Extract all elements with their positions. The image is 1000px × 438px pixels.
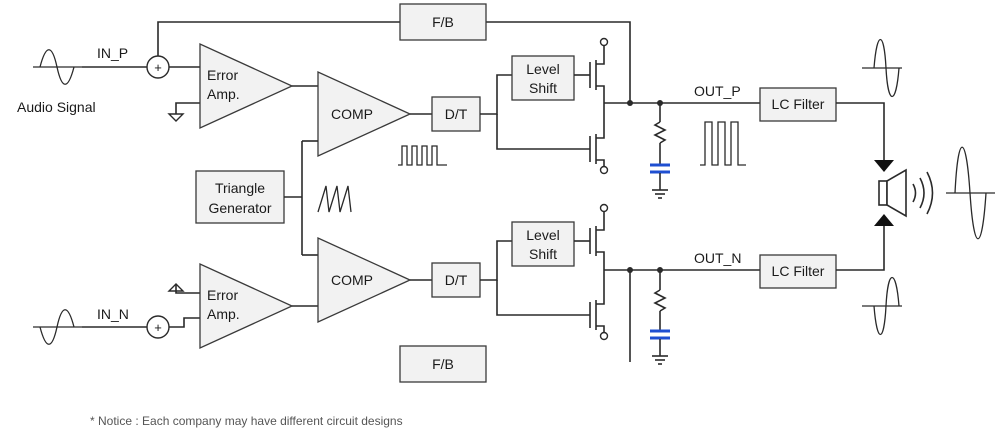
- pwm-waveform-top: [398, 145, 447, 166]
- fb-block-top: F/B: [399, 3, 487, 41]
- ground-symbol-bottom: [167, 283, 200, 294]
- mosfet-high-bottom: [589, 203, 609, 270]
- svg-text:COMP: COMP: [331, 106, 373, 122]
- fb-top-label: F/B: [432, 14, 454, 30]
- audio-signal-label: Audio Signal: [17, 99, 96, 115]
- svg-text:+: +: [154, 60, 162, 75]
- error-amp-top: Error Amp.: [199, 42, 294, 130]
- pwm-waveform-out-top: [700, 121, 746, 166]
- svg-text:Error: Error: [207, 287, 238, 303]
- summing-node-bottom: +: [146, 315, 170, 339]
- svg-text:F/B: F/B: [432, 356, 454, 372]
- ground-symbol-top: [167, 102, 200, 122]
- lc-filter-top: LC Filter: [759, 87, 837, 122]
- summing-node-top: +: [146, 55, 170, 79]
- dead-time-top: D/T: [431, 96, 481, 132]
- svg-text:LC Filter: LC Filter: [772, 263, 825, 279]
- svg-text:Generator: Generator: [208, 200, 271, 216]
- svg-text:Level: Level: [526, 61, 559, 77]
- svg-text:Shift: Shift: [529, 80, 557, 96]
- svg-text:COMP: COMP: [331, 272, 373, 288]
- svg-text:Level: Level: [526, 227, 559, 243]
- snubber-rc-top: [650, 103, 670, 199]
- output-waveform-speaker: [946, 146, 995, 240]
- input-waveform-n: [33, 309, 82, 345]
- svg-text:Amp.: Amp.: [207, 306, 240, 322]
- in-p-label: IN_P: [97, 45, 128, 61]
- lc-filter-bottom: LC Filter: [759, 254, 837, 289]
- triangle-generator: Triangle Generator: [195, 170, 285, 224]
- in-n-label: IN_N: [97, 306, 129, 322]
- svg-text:+: +: [154, 320, 162, 335]
- input-waveform-p: [33, 49, 82, 85]
- speaker-icon: [874, 160, 934, 226]
- svg-text:D/T: D/T: [445, 272, 468, 288]
- comparator-bottom: COMP: [317, 236, 412, 324]
- svg-text:LC Filter: LC Filter: [772, 96, 825, 112]
- output-waveform-bottom: [862, 276, 902, 336]
- out-p-label: OUT_P: [694, 83, 741, 99]
- svg-text:Error: Error: [207, 67, 238, 83]
- snubber-rc-bottom: [650, 270, 670, 365]
- error-amp-bottom: Error Amp.: [199, 262, 294, 350]
- out-n-label: OUT_N: [694, 250, 741, 266]
- dead-time-bottom: D/T: [431, 262, 481, 298]
- svg-text:Shift: Shift: [529, 246, 557, 262]
- fb-block-bottom: F/B: [399, 345, 487, 383]
- level-shift-bottom: Level Shift: [511, 221, 575, 267]
- level-shift-top: Level Shift: [511, 55, 575, 101]
- mosfet-high-top: [589, 37, 609, 103]
- sawtooth-waveform: [317, 185, 352, 213]
- svg-text:D/T: D/T: [445, 106, 468, 122]
- notice-text: * Notice : Each company may have differe…: [90, 414, 403, 428]
- svg-text:Amp.: Amp.: [207, 86, 240, 102]
- mosfet-low-bottom: [589, 270, 609, 341]
- feedback-path-top: [157, 21, 631, 103]
- mosfet-low-top: [589, 103, 609, 175]
- svg-text:Triangle: Triangle: [215, 180, 265, 196]
- comparator-top: COMP: [317, 70, 412, 158]
- output-waveform-top: [862, 38, 902, 98]
